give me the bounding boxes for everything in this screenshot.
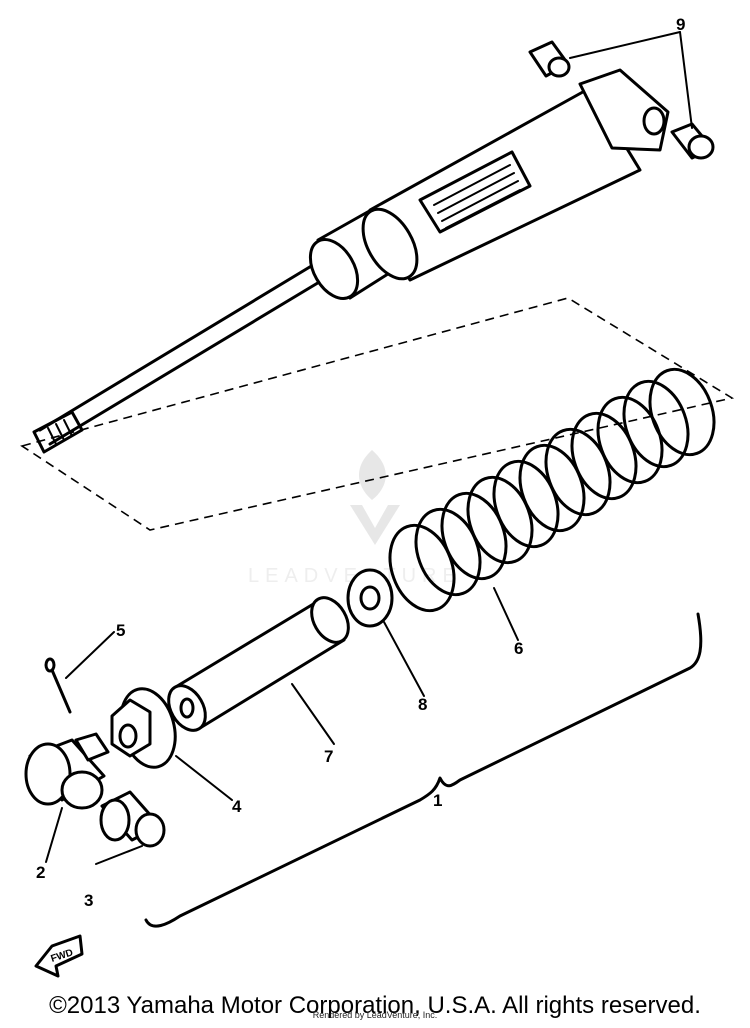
callout-3: 3 [84,891,93,910]
callout-1: 1 [433,791,442,810]
callout-8: 8 [418,695,427,714]
callout-6: 6 [514,639,523,658]
callout-9: 9 [676,15,685,34]
callout-4: 4 [232,797,242,816]
lower-bushing [99,790,166,848]
copyright-notice: ©2013 Yamaha Motor Corporation, U.S.A. A… [49,992,701,1019]
callout-7: 7 [324,747,333,766]
forward-arrow-icon: FWD [34,934,84,978]
callout-5: 5 [116,621,125,640]
spring-seat-washer [346,568,394,628]
callout-labels: 1 2 3 4 5 6 7 8 9 [36,15,685,910]
spring-seat [110,687,177,769]
bump-rubber [167,596,350,732]
lower-eye [24,732,110,810]
upper-bushings [528,40,715,160]
rendered-by-note: Rendered by LeadVenture, Inc. [312,1010,438,1020]
cotter-pin [44,657,72,714]
callout-2: 2 [36,863,45,882]
assembly-outline [20,297,735,531]
leader-lines [45,31,693,865]
assembly-bracket [144,612,703,928]
shock-absorber-body [32,68,670,454]
coil-spring [388,367,716,613]
watermark-text: LEADVENTURE [248,565,462,587]
watermark-logo: LEADVENTURE [248,450,462,587]
